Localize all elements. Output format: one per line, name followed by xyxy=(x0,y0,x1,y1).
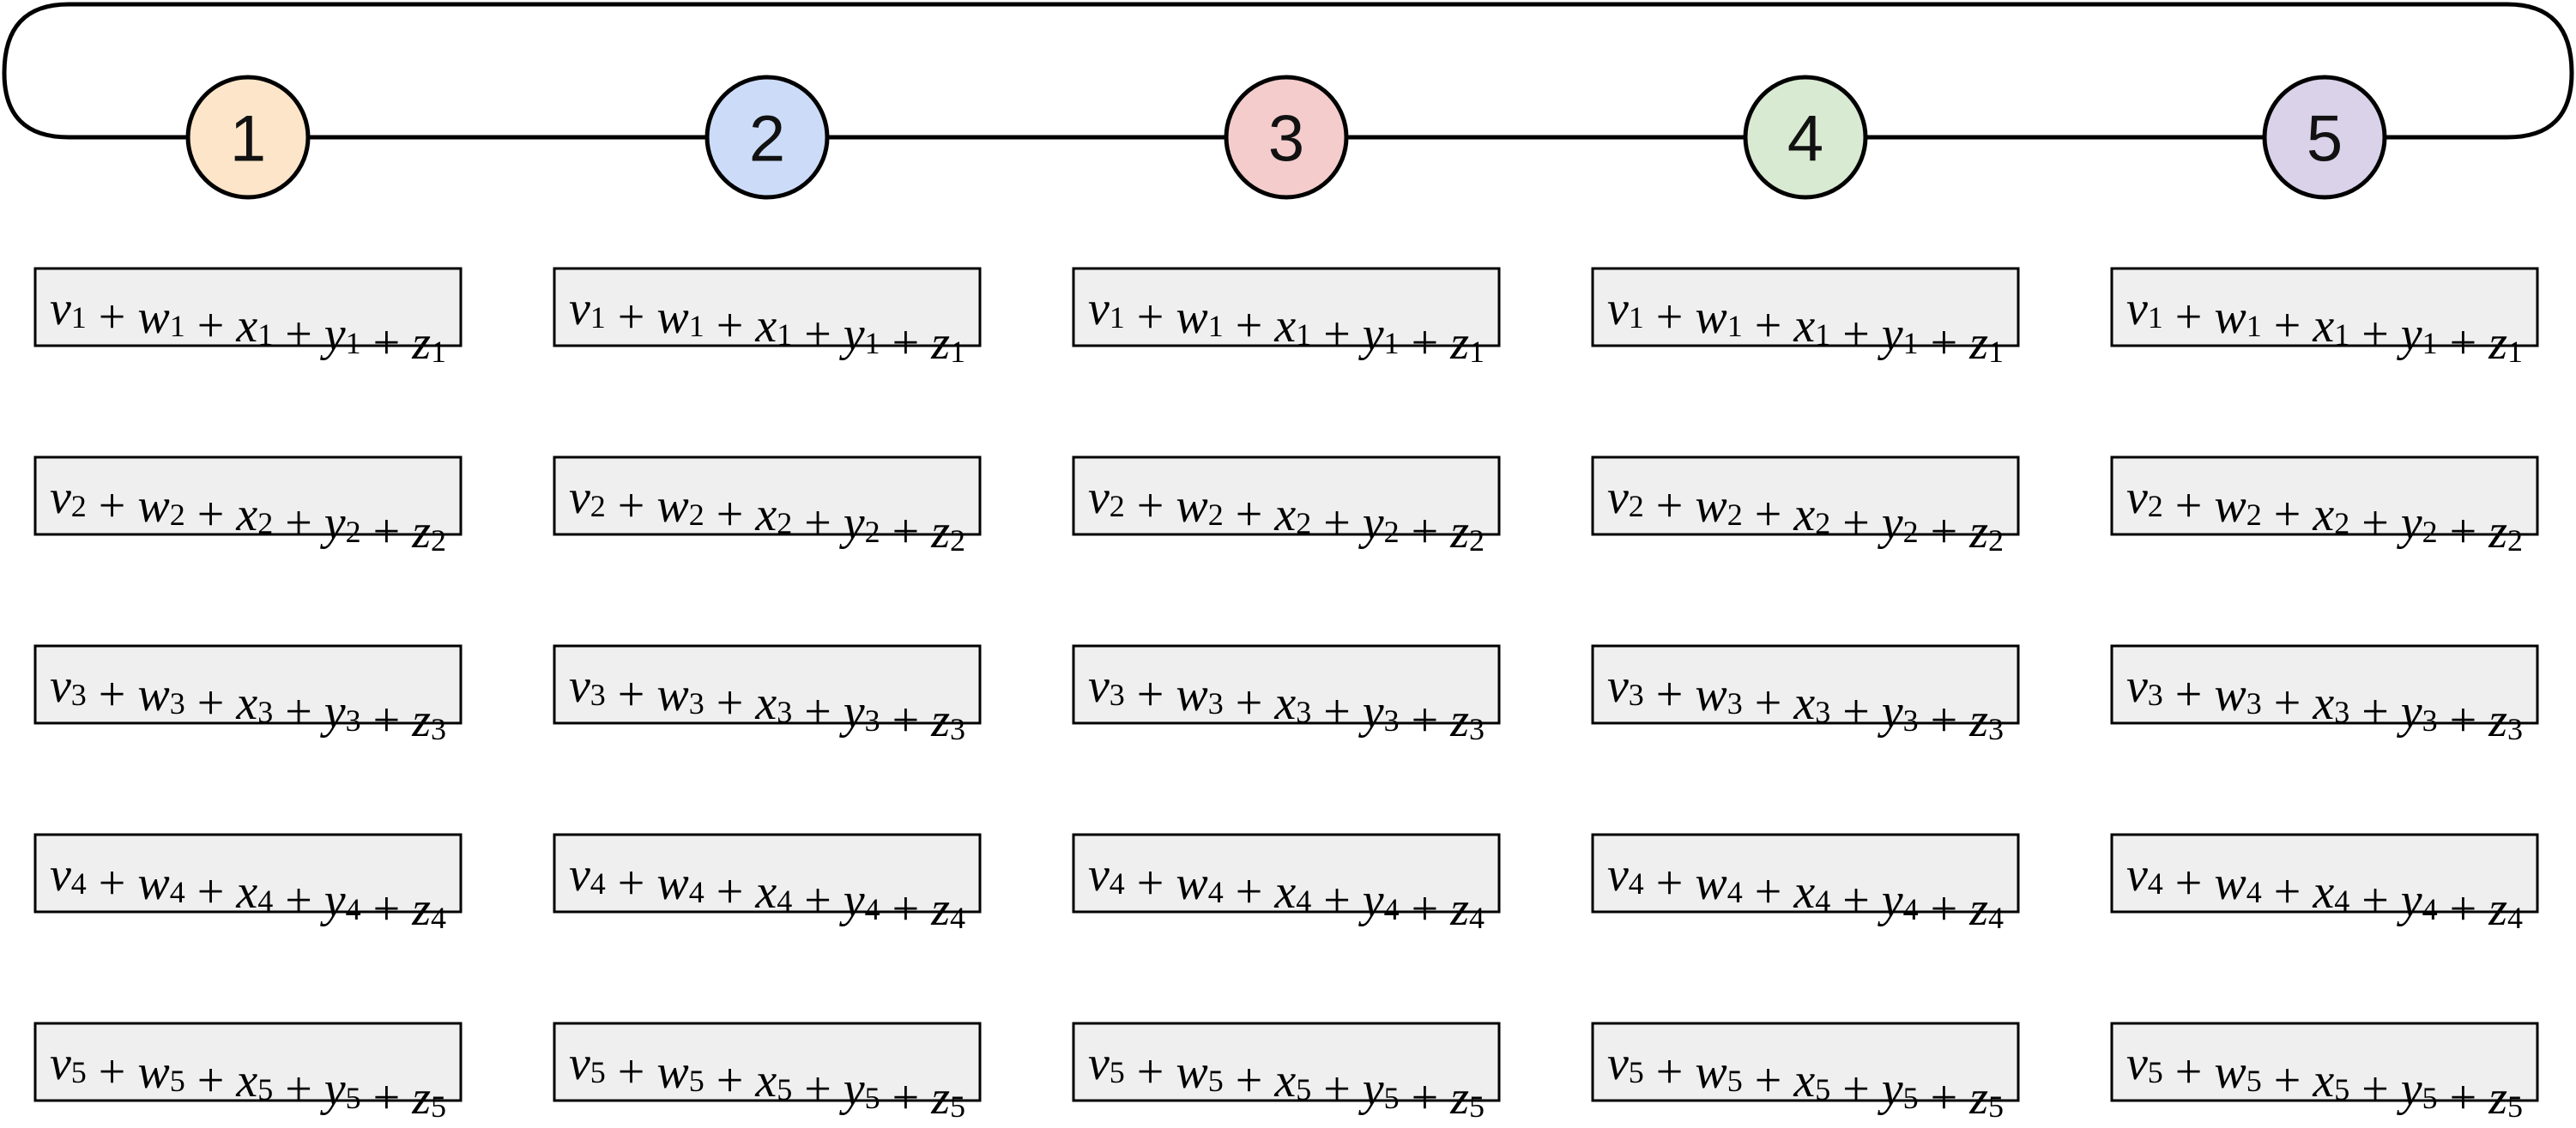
sum-expression: v3 + w3 + x3 + y3 + z3 xyxy=(2126,660,2523,747)
sum-cell-box xyxy=(2110,644,2539,725)
sum-cell-box xyxy=(553,455,982,536)
sum-expression: v4 + w4 + x4 + y4 + z4 xyxy=(1088,848,1485,936)
node-circle xyxy=(2262,75,2387,200)
sum-expression: v1 + w1 + x1 + y1 + z1 xyxy=(1088,282,1485,370)
sum-cell-box xyxy=(1591,833,2020,914)
node-label: 5 xyxy=(2307,103,2343,176)
ring-node-2: 2 xyxy=(704,75,830,200)
ring-node-5: 5 xyxy=(2262,75,2387,200)
sum-cell-node1-chunk5: v5 + w5 + x5 + y5 + z5 xyxy=(33,1022,463,1125)
sum-expression: v2 + w2 + x2 + y2 + z2 xyxy=(50,471,446,558)
sum-cell-box xyxy=(553,833,982,914)
sum-expression: v4 + w4 + x4 + y4 + z4 xyxy=(2126,848,2523,936)
sum-cell-box xyxy=(33,833,463,914)
sum-cell-box xyxy=(1072,455,1501,536)
sum-cell-box xyxy=(33,455,463,536)
node-circle xyxy=(704,75,830,200)
node-label: 2 xyxy=(749,103,785,176)
sum-cell-box xyxy=(33,1022,463,1102)
sum-expression: v2 + w2 + x2 + y2 + z2 xyxy=(1607,471,2004,558)
sum-cell-node3-chunk5: v5 + w5 + x5 + y5 + z5 xyxy=(1072,1022,1501,1125)
sum-cell-node5-chunk3: v3 + w3 + x3 + y3 + z3 xyxy=(2110,644,2539,747)
sum-expression: v3 + w3 + x3 + y3 + z3 xyxy=(50,660,446,747)
sum-expression: v2 + w2 + x2 + y2 + z2 xyxy=(1088,471,1485,558)
sum-cell-node4-chunk5: v5 + w5 + x5 + y5 + z5 xyxy=(1591,1022,2020,1125)
sum-cell-box xyxy=(1591,455,2020,536)
node-label: 3 xyxy=(1268,103,1304,176)
sum-cell-node3-chunk4: v4 + w4 + x4 + y4 + z4 xyxy=(1072,833,1501,936)
sum-grid: v1 + w1 + x1 + y1 + z1 v1 + w1 + x1 + y1 … xyxy=(33,267,2539,1125)
node-label: 1 xyxy=(230,103,266,176)
sum-cell-box xyxy=(33,644,463,725)
sum-cell-box xyxy=(33,267,463,347)
sum-cell-node5-chunk1: v1 + w1 + x1 + y1 + z1 xyxy=(2110,267,2539,370)
ring-connections xyxy=(2,2,2574,140)
sum-cell-node2-chunk1: v1 + w1 + x1 + y1 + z1 xyxy=(553,267,982,370)
sum-cell-box xyxy=(2110,833,2539,914)
ring-nodes: 1 2 3 4 5 xyxy=(185,75,2387,200)
sum-cell-node5-chunk5: v5 + w5 + x5 + y5 + z5 xyxy=(2110,1022,2539,1125)
sum-cell-node3-chunk3: v3 + w3 + x3 + y3 + z3 xyxy=(1072,644,1501,747)
sum-expression: v1 + w1 + x1 + y1 + z1 xyxy=(2126,282,2523,370)
sum-expression: v4 + w4 + x4 + y4 + z4 xyxy=(569,848,965,936)
sum-expression: v3 + w3 + x3 + y3 + z3 xyxy=(569,660,965,747)
ring-node-4: 4 xyxy=(1743,75,1868,200)
sum-cell-node5-chunk4: v4 + w4 + x4 + y4 + z4 xyxy=(2110,833,2539,936)
sum-expression: v5 + w5 + x5 + y5 + z5 xyxy=(2126,1037,2523,1125)
sum-expression: v2 + w2 + x2 + y2 + z2 xyxy=(569,471,965,558)
node-circle xyxy=(185,75,311,200)
sum-expression: v5 + w5 + x5 + y5 + z5 xyxy=(569,1037,965,1125)
sum-expression: v3 + w3 + x3 + y3 + z3 xyxy=(1607,660,2004,747)
sum-cell-node4-chunk3: v3 + w3 + x3 + y3 + z3 xyxy=(1591,644,2020,747)
sum-expression: v5 + w5 + x5 + y5 + z5 xyxy=(1088,1037,1485,1125)
sum-cell-node1-chunk3: v3 + w3 + x3 + y3 + z3 xyxy=(33,644,463,747)
node-circle xyxy=(1743,75,1868,200)
sum-cell-box xyxy=(1072,833,1501,914)
sum-cell-box xyxy=(1591,267,2020,347)
sum-expression: v1 + w1 + x1 + y1 + z1 xyxy=(1607,282,2004,370)
sum-cell-node5-chunk2: v2 + w2 + x2 + y2 + z2 xyxy=(2110,455,2539,558)
sum-expression: v2 + w2 + x2 + y2 + z2 xyxy=(2126,471,2523,558)
ring-loop-line xyxy=(2,2,2574,140)
sum-cell-node2-chunk4: v4 + w4 + x4 + y4 + z4 xyxy=(553,833,982,936)
sum-cell-box xyxy=(553,1022,982,1102)
sum-expression: v4 + w4 + x4 + y4 + z4 xyxy=(1607,848,2004,936)
sum-cell-box xyxy=(553,644,982,725)
node-label: 4 xyxy=(1787,103,1823,176)
sum-cell-box xyxy=(2110,455,2539,536)
sum-expression: v1 + w1 + x1 + y1 + z1 xyxy=(569,282,965,370)
sum-cell-box xyxy=(2110,1022,2539,1102)
sum-cell-node1-chunk4: v4 + w4 + x4 + y4 + z4 xyxy=(33,833,463,936)
sum-cell-node3-chunk1: v1 + w1 + x1 + y1 + z1 xyxy=(1072,267,1501,370)
sum-cell-box xyxy=(1072,1022,1501,1102)
sum-expression: v3 + w3 + x3 + y3 + z3 xyxy=(1088,660,1485,747)
sum-cell-box xyxy=(1591,644,2020,725)
sum-cell-node2-chunk5: v5 + w5 + x5 + y5 + z5 xyxy=(553,1022,982,1125)
sum-cell-node1-chunk2: v2 + w2 + x2 + y2 + z2 xyxy=(33,455,463,558)
sum-cell-node4-chunk1: v1 + w1 + x1 + y1 + z1 xyxy=(1591,267,2020,370)
node-circle xyxy=(1224,75,1349,200)
sum-cell-node4-chunk2: v2 + w2 + x2 + y2 + z2 xyxy=(1591,455,2020,558)
ring-node-3: 3 xyxy=(1224,75,1349,200)
sum-cell-box xyxy=(553,267,982,347)
sum-cell-node3-chunk2: v2 + w2 + x2 + y2 + z2 xyxy=(1072,455,1501,558)
sum-cell-node1-chunk1: v1 + w1 + x1 + y1 + z1 xyxy=(33,267,463,370)
sum-cell-node2-chunk3: v3 + w3 + x3 + y3 + z3 xyxy=(553,644,982,747)
sum-cell-node4-chunk4: v4 + w4 + x4 + y4 + z4 xyxy=(1591,833,2020,936)
sum-expression: v4 + w4 + x4 + y4 + z4 xyxy=(50,848,446,936)
sum-cell-box xyxy=(1072,267,1501,347)
sum-cell-node2-chunk2: v2 + w2 + x2 + y2 + z2 xyxy=(553,455,982,558)
sum-cell-box xyxy=(2110,267,2539,347)
sum-expression: v5 + w5 + x5 + y5 + z5 xyxy=(50,1037,446,1125)
sum-expression: v5 + w5 + x5 + y5 + z5 xyxy=(1607,1037,2004,1125)
ring-node-1: 1 xyxy=(185,75,311,200)
sum-expression: v1 + w1 + x1 + y1 + z1 xyxy=(50,282,446,370)
sum-cell-box xyxy=(1072,644,1501,725)
sum-cell-box xyxy=(1591,1022,2020,1102)
